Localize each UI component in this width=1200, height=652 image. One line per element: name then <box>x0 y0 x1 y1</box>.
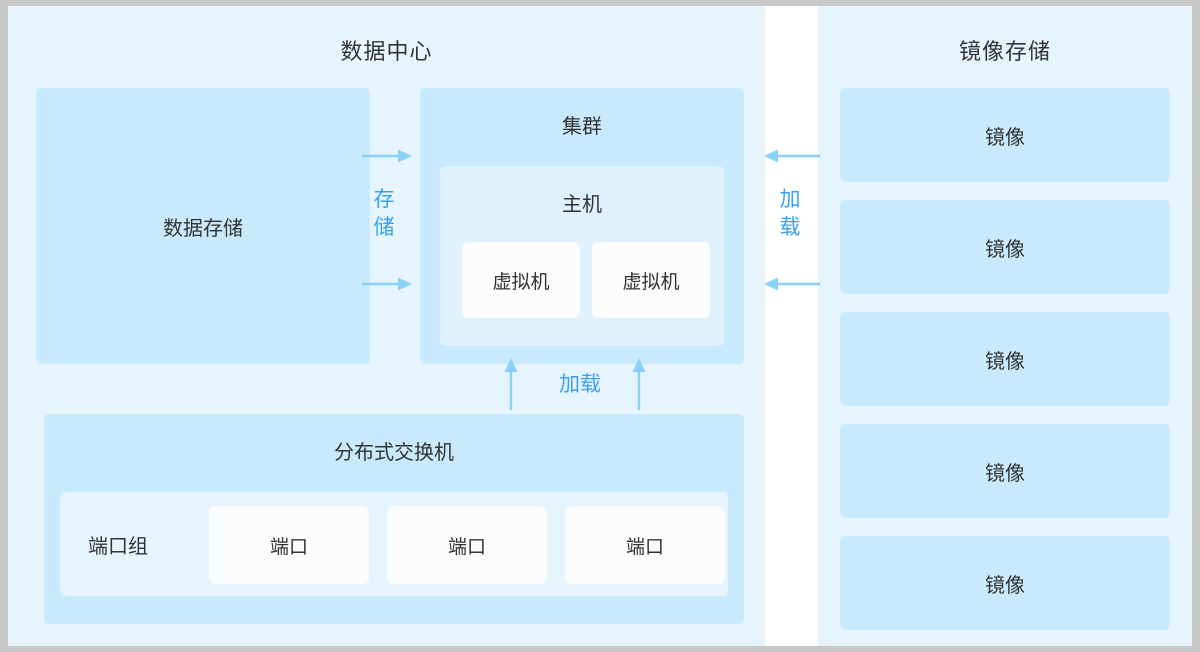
port-label: 端口 <box>625 536 664 558</box>
datacenter-panel: 数据中心 数据存储 集群 主机 虚拟机 虚拟机 分布式交换机 端口组 <box>8 6 765 646</box>
port-label: 端口 <box>269 536 308 558</box>
panel-gap-divider <box>765 6 818 646</box>
load-arrow-up-right <box>632 358 646 410</box>
load-arrow-right-top <box>764 149 820 163</box>
port-box[interactable]: 端口 <box>209 506 369 584</box>
load-connector-bottom-label: 加载 <box>559 373 601 396</box>
image-box[interactable]: 镜像 <box>840 200 1170 294</box>
storage-connector-char-1: 存 <box>373 188 395 211</box>
load-arrow-right-bottom <box>764 277 820 291</box>
image-label: 镜像 <box>985 350 1025 373</box>
load-connector-right-char-1: 加 <box>779 188 801 211</box>
storage-connector-label: 存 储 <box>369 186 399 243</box>
image-label: 镜像 <box>985 462 1025 485</box>
storage-arrow-top <box>362 149 412 163</box>
port-box[interactable]: 端口 <box>565 506 725 584</box>
host-label: 主机 <box>562 194 602 216</box>
data-store-box[interactable]: 数据存储 <box>36 88 370 364</box>
image-store-panel: 镜像存储 镜像 镜像 镜像 镜像 镜像 <box>818 6 1192 646</box>
host-box[interactable]: 主机 虚拟机 虚拟机 <box>440 166 724 346</box>
vm-box[interactable]: 虚拟机 <box>462 242 580 318</box>
port-box[interactable]: 端口 <box>387 506 547 584</box>
image-label: 镜像 <box>985 238 1025 261</box>
image-box[interactable]: 镜像 <box>840 88 1170 182</box>
vm-label: 虚拟机 <box>492 271 550 293</box>
datacenter-title: 数据中心 <box>340 39 433 64</box>
vm-label: 虚拟机 <box>622 271 680 293</box>
image-label: 镜像 <box>985 126 1025 149</box>
storage-connector-char-2: 储 <box>373 216 395 240</box>
vm-box[interactable]: 虚拟机 <box>592 242 710 318</box>
cluster-box[interactable]: 集群 主机 虚拟机 虚拟机 <box>420 88 744 364</box>
load-connector-right-char-2: 载 <box>779 216 801 240</box>
image-store-title: 镜像存储 <box>958 39 1051 64</box>
image-label: 镜像 <box>985 574 1025 597</box>
data-store-label: 数据存储 <box>163 217 243 240</box>
image-box[interactable]: 镜像 <box>840 424 1170 518</box>
port-label: 端口 <box>447 536 486 558</box>
port-group-label: 端口组 <box>88 535 148 558</box>
image-box[interactable]: 镜像 <box>840 536 1170 630</box>
storage-arrow-bottom <box>362 277 412 291</box>
distributed-switch-box[interactable]: 分布式交换机 端口组 端口 端口 端口 <box>44 414 744 624</box>
port-group-box[interactable]: 端口组 端口 端口 端口 <box>60 492 728 596</box>
load-arrow-up-left <box>504 358 518 410</box>
image-box[interactable]: 镜像 <box>840 312 1170 406</box>
load-connector-right-label: 加 载 <box>775 186 805 243</box>
distributed-switch-label: 分布式交换机 <box>334 442 454 464</box>
cluster-label: 集群 <box>562 116 602 138</box>
